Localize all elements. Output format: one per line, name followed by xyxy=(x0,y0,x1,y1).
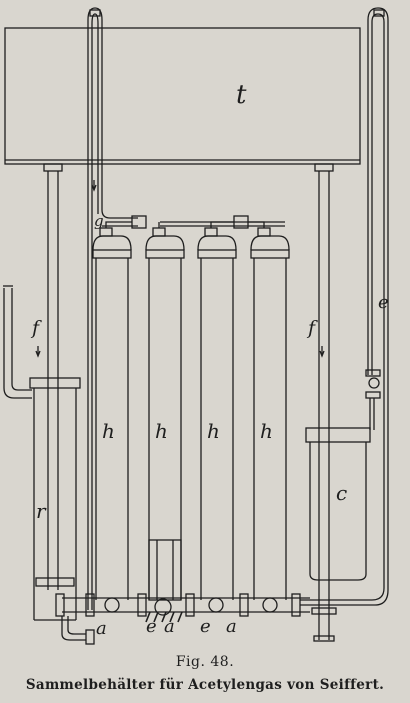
storage-tank xyxy=(4,27,361,165)
inlet-pipe-g xyxy=(87,7,285,610)
bottom-manifold xyxy=(55,593,310,645)
label-pipe-g: g xyxy=(94,212,104,230)
pipe-f-left xyxy=(3,285,41,399)
gas-holder-2 xyxy=(145,227,185,601)
valve-3 xyxy=(208,597,224,613)
label-pipe-e: e xyxy=(378,292,389,313)
right-support-column xyxy=(311,163,337,642)
label-holder-1: h xyxy=(102,419,115,443)
vessel-r xyxy=(29,377,81,621)
label-valve-a-2: a xyxy=(164,616,175,637)
label-vessel-c: c xyxy=(336,481,347,505)
valve-4 xyxy=(262,597,278,613)
label-valve-e-1: e xyxy=(146,616,157,637)
apparatus-drawing: t g f f e r c h h h h a e a e a xyxy=(3,7,389,645)
bottom-hatch xyxy=(145,611,183,623)
label-holder-4: h xyxy=(260,419,273,443)
label-pipe-f-left: f xyxy=(30,317,42,339)
figure-caption: Sammelbehälter für Acetylengas von Seiff… xyxy=(25,677,385,693)
valve-1 xyxy=(104,597,120,613)
label-valve-e-2: e xyxy=(200,616,211,637)
label-valve-a-3: a xyxy=(226,616,237,637)
left-support-column xyxy=(43,163,63,590)
gas-holder-1 xyxy=(92,227,132,600)
vessel-c xyxy=(305,346,371,581)
gas-holder-3 xyxy=(197,227,237,600)
label-holder-3: h xyxy=(207,419,220,443)
outlet-pipe-e xyxy=(300,7,389,606)
figure-number: Fig. 48. xyxy=(175,654,235,670)
label-vessel-r: r xyxy=(36,499,47,523)
label-valve-a-1: a xyxy=(96,618,107,639)
label-holder-2: h xyxy=(155,419,168,443)
gas-holder-4 xyxy=(250,227,290,600)
valve-2 xyxy=(154,598,172,616)
label-pipe-f-right: f xyxy=(306,317,318,339)
label-tank-t: t xyxy=(236,80,247,110)
